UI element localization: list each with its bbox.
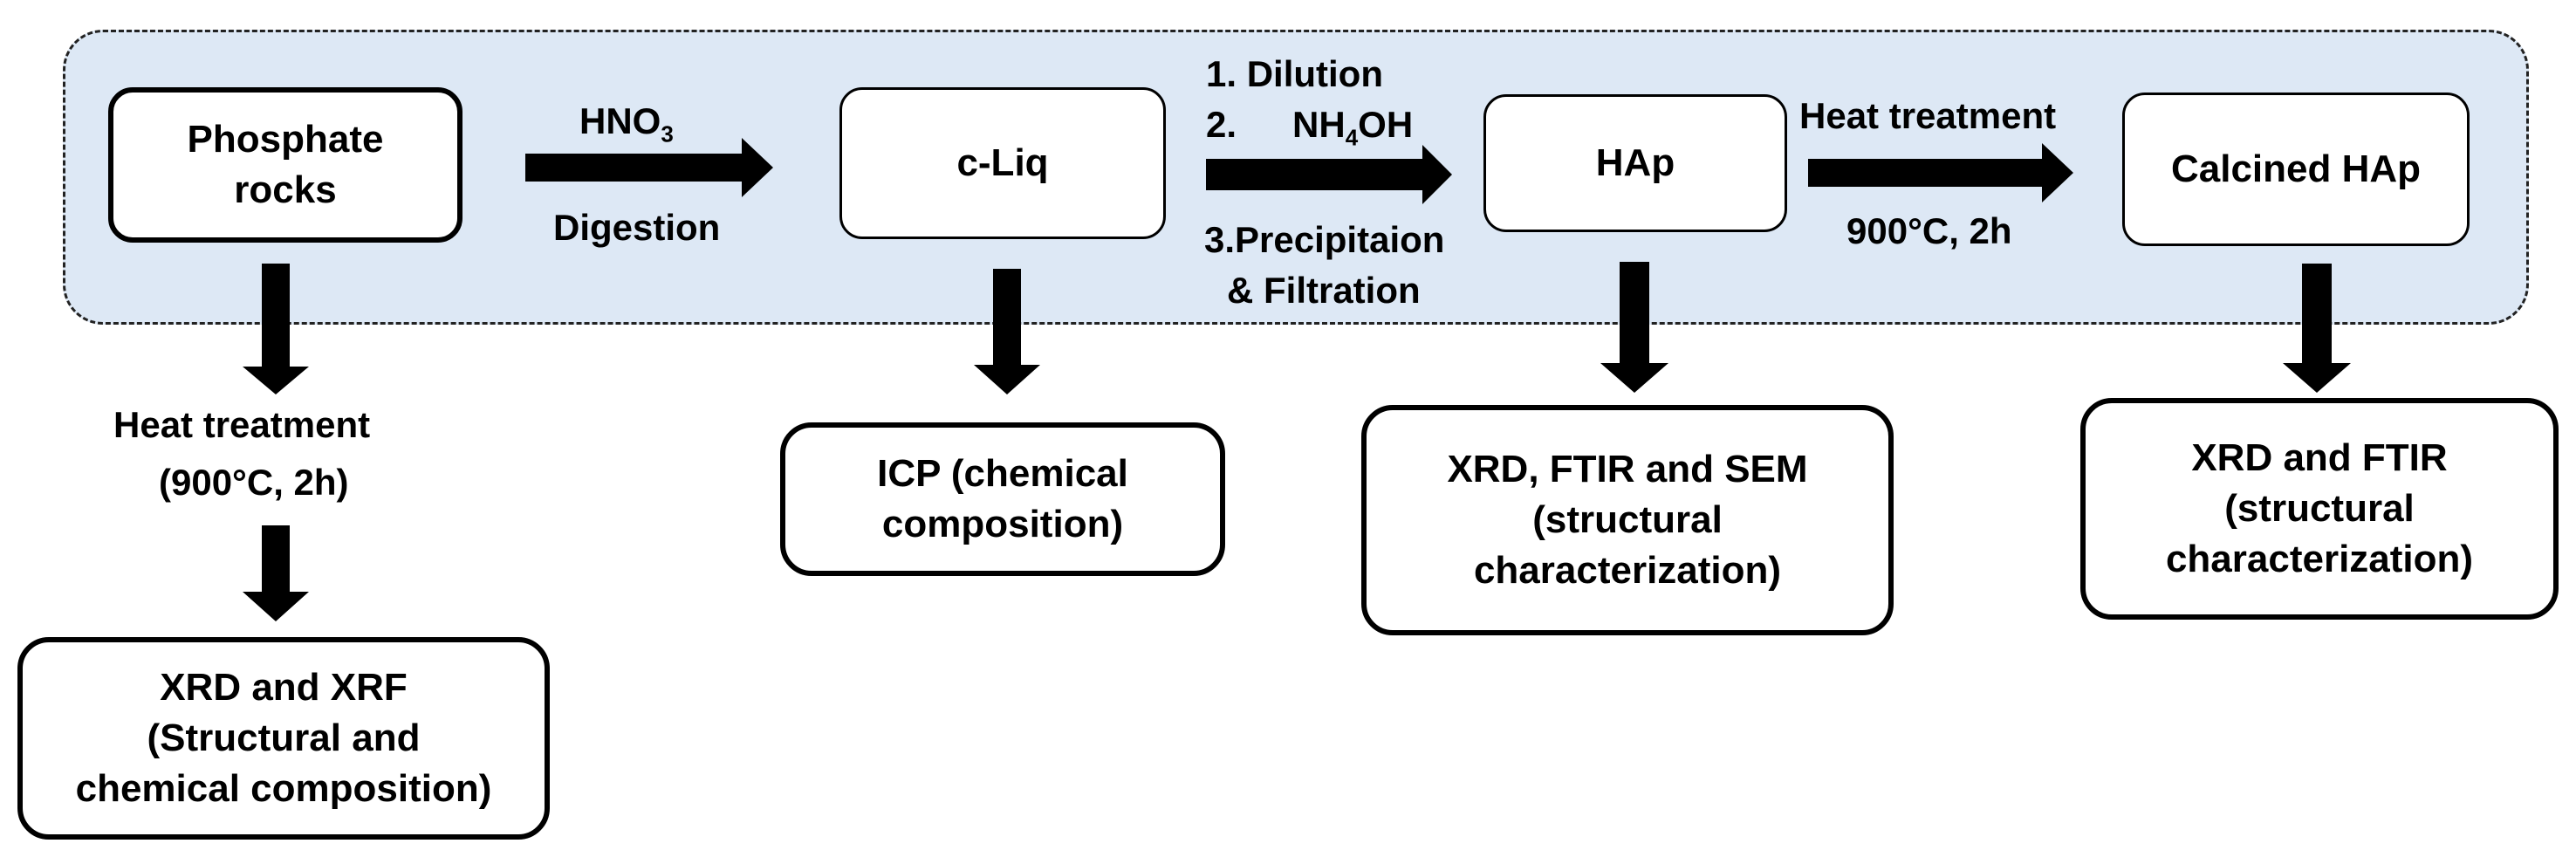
node-xrd-ftir-sem-line1: XRD, FTIR and SEM	[1447, 447, 1808, 490]
node-c-liq: c-Liq	[839, 87, 1166, 239]
arrow-rocks-down	[243, 264, 309, 394]
node-icp: ICP (chemical composition)	[780, 422, 1225, 576]
node-xrd-xrf-line1: XRD and XRF	[160, 665, 408, 709]
arrow-hap-down	[1600, 262, 1668, 393]
arrow-calcined-down	[2283, 264, 2351, 393]
node-c-liq-label: c-Liq	[956, 141, 1049, 184]
node-hap: HAp	[1483, 94, 1787, 232]
label-step2-suffix: OH	[1358, 104, 1414, 145]
node-phosphate-rocks: Phosphate rocks	[108, 87, 462, 243]
node-xrd-ftir: XRD and FTIR (structural characterizatio…	[2080, 398, 2559, 620]
label-step-precipitation: 3.Precipitaion	[1204, 219, 1445, 260]
label-hno3-sub: 3	[661, 120, 674, 147]
label-hno3: HNO3	[579, 98, 674, 149]
label-digestion: Digestion	[553, 207, 721, 248]
label-step2-sub: 4	[1345, 124, 1359, 151]
label-temp-top: 900°C, 2h	[1846, 210, 2012, 251]
label-step-filtration: & Filtration	[1227, 270, 1421, 311]
node-xrd-ftir-line3: characterization)	[2165, 538, 2474, 581]
node-phosphate-rocks-line1: Phosphate	[187, 117, 384, 161]
node-calcined-hap: Calcined HAp	[2122, 93, 2470, 246]
node-xrd-xrf-line3: chemical composition)	[75, 767, 492, 811]
arrow-cliq-down	[974, 269, 1040, 394]
node-hap-label: HAp	[1595, 141, 1675, 184]
node-xrd-ftir-sem-line2: (structural	[1532, 497, 1723, 541]
node-phosphate-rocks-line2: rocks	[234, 168, 337, 211]
node-xrd-xrf: XRD and XRF (Structural and chemical com…	[17, 637, 550, 840]
node-icp-line1: ICP (chemical	[877, 451, 1128, 495]
node-icp-line2: composition)	[881, 503, 1124, 545]
arrow-cliq-to-hap	[1206, 145, 1452, 204]
label-heat-treatment-top: Heat treatment	[1799, 95, 2057, 136]
arrow-hap-to-calcined	[1808, 143, 2073, 202]
node-calcined-hap-label: Calcined HAp	[2170, 147, 2422, 190]
label-step2-prefix: 2.	[1206, 104, 1237, 145]
node-xrd-ftir-sem-line3: characterization)	[1473, 549, 1782, 593]
label-temp-left: (900°C, 2h)	[159, 462, 349, 503]
label-step-nh4oh: 2. NH4OH	[1206, 101, 1413, 153]
label-heat-treatment-left: Heat treatment	[113, 404, 371, 445]
node-xrd-ftir-sem: XRD, FTIR and SEM (structural characteri…	[1361, 405, 1894, 635]
label-hno3-base: HNO	[579, 100, 661, 141]
label-step2-base: NH	[1292, 104, 1346, 145]
node-xrd-ftir-line2: (structural	[2224, 486, 2415, 530]
node-xrd-ftir-line1: XRD and FTIR	[2191, 435, 2448, 479]
node-xrd-xrf-line2: (Structural and	[147, 716, 421, 759]
arrow-rocks-to-cliq	[525, 138, 773, 197]
label-step-dilution: 1. Dilution	[1206, 53, 1383, 94]
arrow-heat-down	[243, 525, 309, 621]
